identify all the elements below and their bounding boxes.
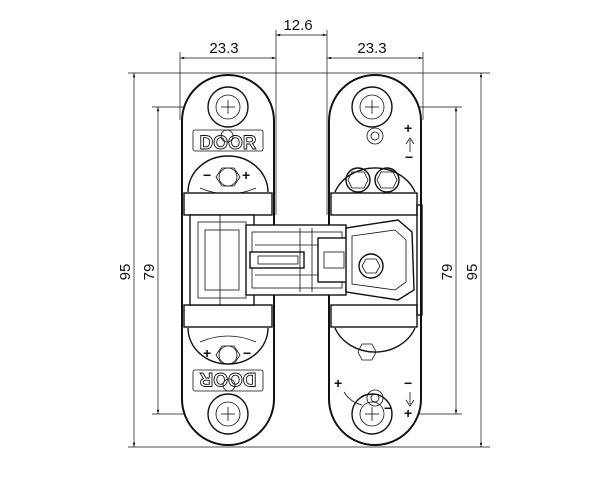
dim-right-width: 23.3 [357,40,386,57]
dim-right-overall-height: 95 [464,264,481,281]
door-logo-top: DOOR [200,133,257,154]
plus-sign: + [242,167,250,183]
dim-left-overall-height: 95 [117,264,134,281]
plus-sign: + [404,405,412,421]
dimension-lines [132,33,483,447]
minus-sign: − [203,167,211,183]
extension-lines [128,30,490,448]
dim-gap-width: 12.6 [283,17,312,34]
plus-sign: + [334,375,342,391]
hinge-mechanism [189,214,415,306]
minus-sign: − [404,375,412,391]
minus-sign: − [384,400,392,416]
plus-sign: + [203,345,211,361]
dim-right-hole-spacing: 79 [439,264,456,281]
dim-left-hole-spacing: 79 [141,264,158,281]
minus-sign: − [243,345,251,361]
dim-left-width: 23.3 [209,40,238,57]
door-logo-bottom: DOOR [199,368,256,389]
minus-sign: − [405,149,413,165]
plus-sign: + [404,120,412,136]
